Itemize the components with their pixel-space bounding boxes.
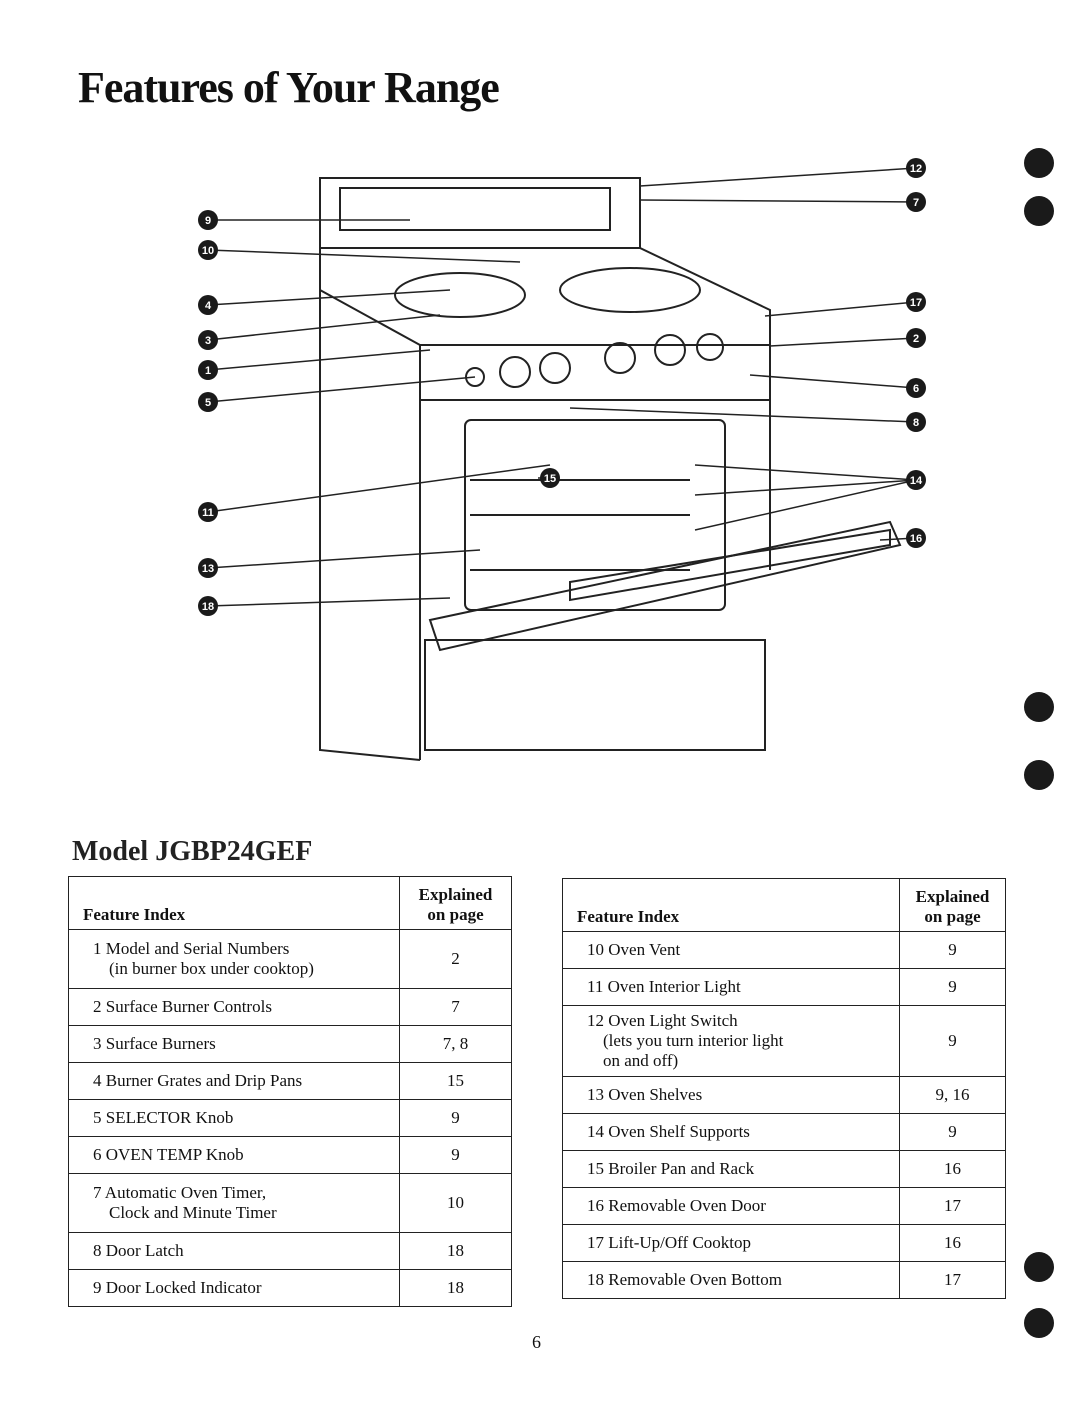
range-diagram: 9 10 4 3 1 5 11 13 18 12 7 17 2 6 8 14 1… [198,158,926,761]
callout-16: 16 [910,533,922,545]
callout-2: 2 [913,333,919,345]
callout-4: 4 [205,300,212,312]
table-row: 12 Oven Light Switch(lets you turn inter… [561,1005,1006,1077]
binder-tab-marker [1024,196,1054,226]
table-row: 7 Automatic Oven Timer,Clock and Minute … [67,1173,512,1233]
callout-7: 7 [913,197,919,209]
callout-3: 3 [205,335,211,347]
binder-tab-marker [1024,148,1054,178]
callout-10: 10 [202,245,214,257]
callout-8: 8 [913,417,919,429]
binder-tab-marker [1024,692,1054,722]
feature-index-header: Feature Index [67,876,401,930]
callout-18: 18 [202,601,214,613]
table-row: 1 Model and Serial Numbers(in burner box… [67,929,512,989]
callout-9: 9 [205,215,211,227]
page-title: Features of Your Range [78,63,500,112]
binder-tab-marker [1024,1308,1054,1338]
callout-11: 11 [202,507,214,519]
callout-14: 14 [910,475,923,487]
callout-12: 12 [910,163,922,175]
callout-17: 17 [910,297,922,309]
callouts: 9 10 4 3 1 5 11 13 18 12 7 17 2 6 8 14 1… [198,158,926,616]
binder-tab-marker [1024,1252,1054,1282]
model-title: Model JGBP24GEF [72,836,313,867]
callout-15: 15 [544,473,556,485]
page-number: 6 [532,1332,541,1352]
callout-5: 5 [205,397,211,409]
binder-tab-marker [1024,760,1054,790]
callout-6: 6 [913,383,919,395]
feature-index-header: Feature Index [561,878,901,932]
callout-1: 1 [205,365,211,377]
callout-13: 13 [202,563,214,575]
